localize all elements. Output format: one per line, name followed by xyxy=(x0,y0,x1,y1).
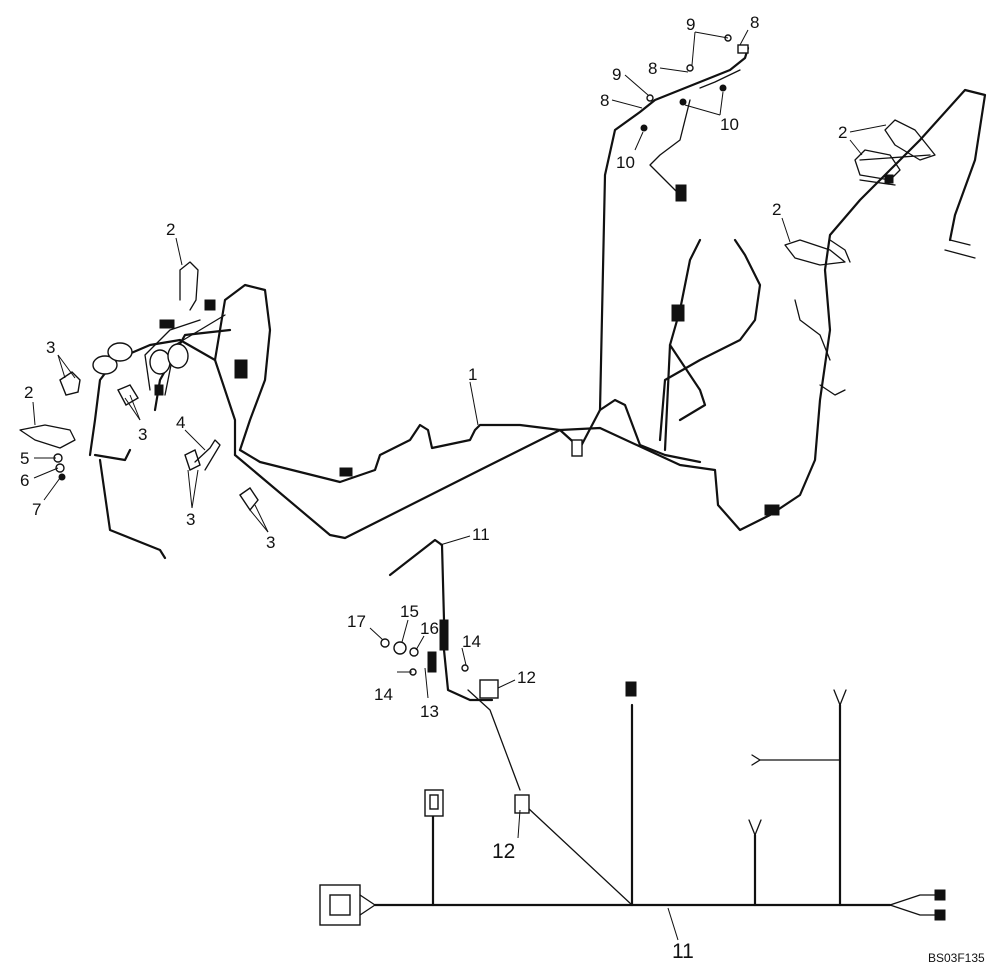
callout-6: 6 xyxy=(20,471,29,490)
callout-2-left-top: 2 xyxy=(166,220,175,239)
callout-5: 5 xyxy=(20,449,29,468)
leader-lines xyxy=(32,29,887,941)
cable-straps xyxy=(19,119,936,449)
callout-9-b: 9 xyxy=(612,65,621,84)
callout-9-a: 9 xyxy=(686,15,695,34)
callout-3-d: 3 xyxy=(266,533,275,552)
harness-components xyxy=(92,174,894,516)
callout-11-bottom: 11 xyxy=(672,940,694,963)
callout-13: 13 xyxy=(420,702,439,721)
callout-3-a: 3 xyxy=(46,338,55,357)
callout-10-b: 10 xyxy=(616,153,635,172)
callout-1-main: 1 xyxy=(468,365,477,384)
callout-8-a: 8 xyxy=(750,13,759,32)
lower-harness-components xyxy=(319,619,946,926)
callout-16: 16 xyxy=(420,619,439,638)
callout-2-left: 2 xyxy=(24,383,33,402)
clips xyxy=(59,371,259,512)
callout-12-top: 12 xyxy=(517,668,536,687)
callout-10-a: 10 xyxy=(720,115,739,134)
callout-14-a: 14 xyxy=(462,632,481,651)
callout-2-right: 2 xyxy=(772,200,781,219)
main-harness xyxy=(88,46,987,560)
callout-3-c: 3 xyxy=(186,510,195,529)
callout-8-c: 8 xyxy=(600,91,609,110)
hardware xyxy=(53,34,749,481)
callout-14-b: 14 xyxy=(374,685,393,704)
drawing-reference: BS03F135 xyxy=(928,951,985,965)
callout-12-bottom: 12 xyxy=(492,840,515,863)
lower-harness xyxy=(373,538,936,916)
callout-15: 15 xyxy=(400,602,419,621)
callout-7: 7 xyxy=(32,500,41,519)
callout-11-top: 11 xyxy=(472,525,490,544)
callout-2-far-right: 2 xyxy=(838,123,847,142)
callout-8-b: 8 xyxy=(648,59,657,78)
callout-17: 17 xyxy=(347,612,366,631)
callout-3-b: 3 xyxy=(138,425,147,444)
callouts: 1 2 2 2 2 3 3 3 3 4 5 6 7 8 8 8 9 9 10 1… xyxy=(20,13,847,963)
callout-4: 4 xyxy=(176,413,185,432)
